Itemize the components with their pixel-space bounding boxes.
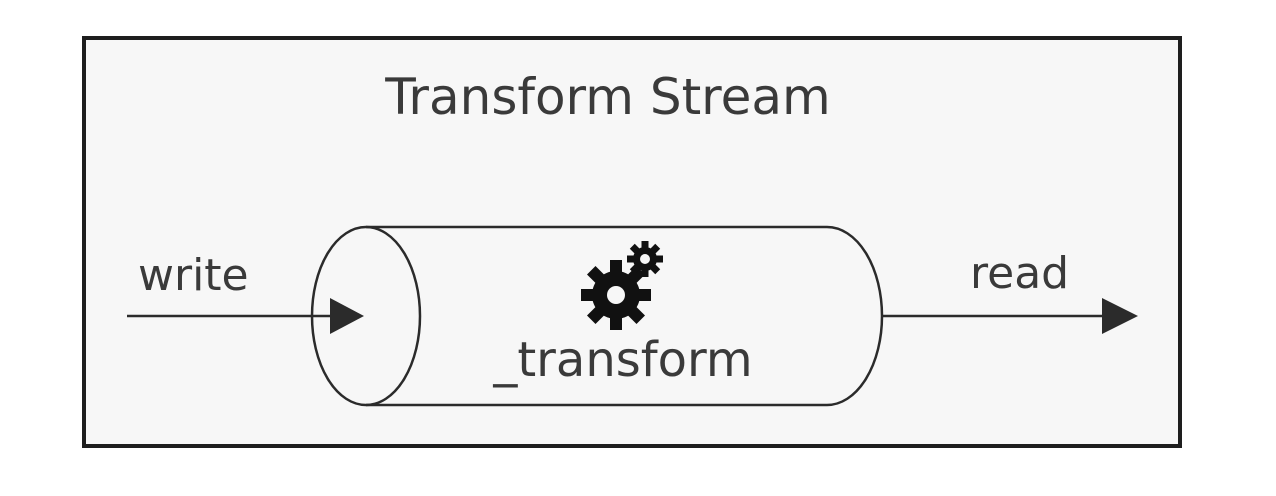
transform-label: _transform bbox=[492, 332, 752, 388]
read-arrow bbox=[882, 298, 1138, 334]
gears-icon bbox=[581, 241, 663, 330]
write-arrow bbox=[127, 298, 364, 334]
diagram-frame bbox=[82, 36, 1182, 448]
read-label: read bbox=[970, 248, 1069, 299]
write-label: write bbox=[138, 250, 249, 301]
cylinder-front-face bbox=[310, 225, 422, 407]
diagram-title: Transform Stream bbox=[384, 68, 831, 126]
